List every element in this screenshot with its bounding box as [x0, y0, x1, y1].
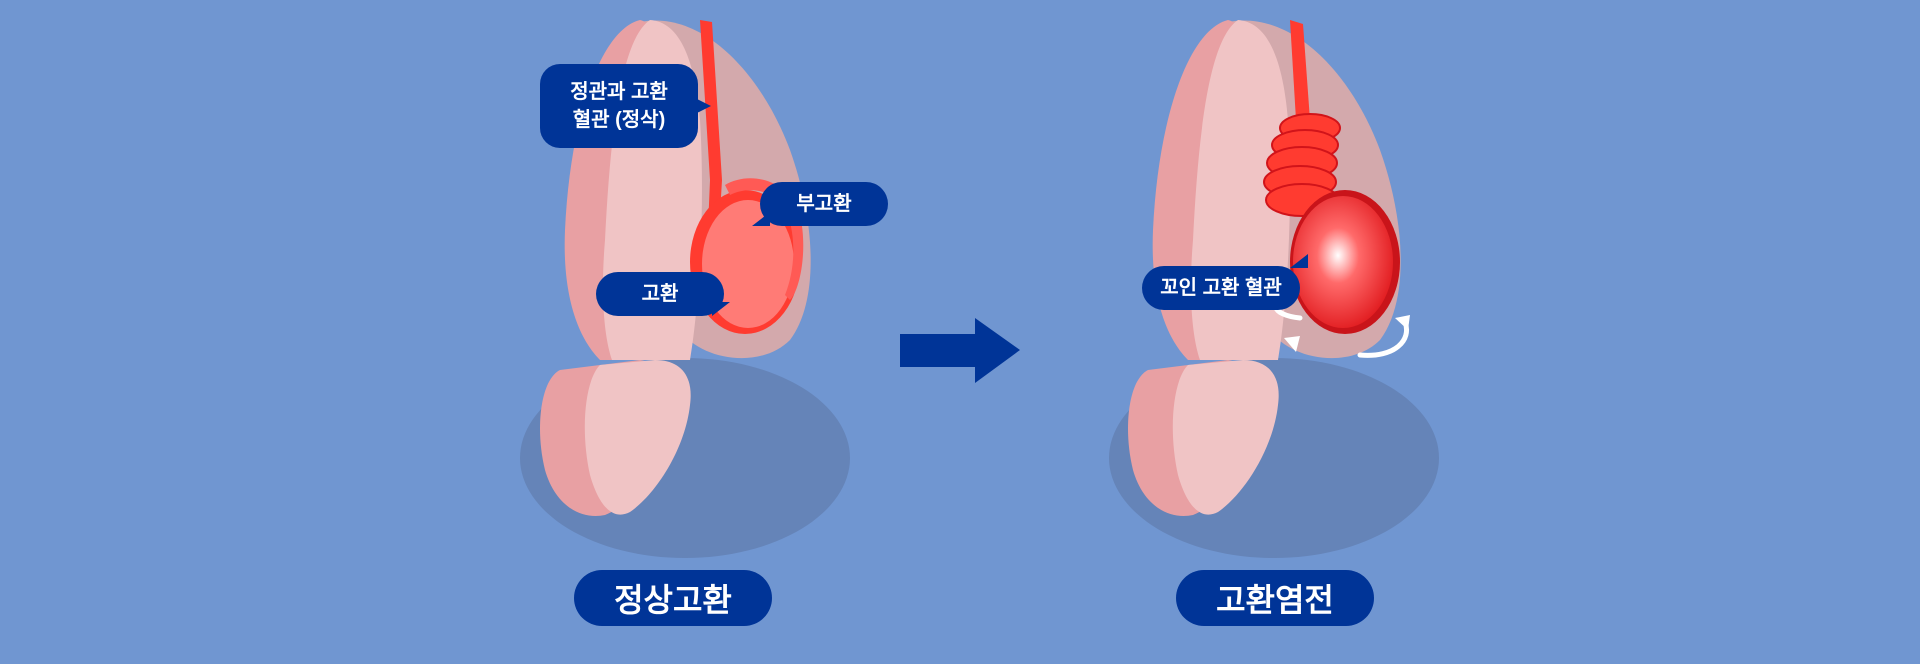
label-spermatic-cord-line1: 정관과 고환 — [570, 81, 668, 103]
label-testis-text: 고환 — [641, 283, 679, 305]
epididymis-shape — [725, 178, 804, 300]
label-twisted-vessels-text: 꼬인 고환 혈관 — [1160, 277, 1282, 299]
label-testis: 고환 — [596, 272, 724, 316]
label-twisted-vessels: 꼬인 고환 혈관 — [1142, 266, 1300, 310]
label-spermatic-cord: 정관과 고환 혈관 (정삭) — [540, 64, 698, 148]
arrow-right-icon — [900, 318, 1020, 383]
spermatic-cord — [1290, 20, 1310, 120]
label-epididymis: 부고환 — [760, 182, 888, 226]
caption-testicular-torsion-text: 고환염전 — [1216, 582, 1334, 618]
caption-normal-testis-text: 정상고환 — [614, 582, 732, 618]
caption-testicular-torsion: 고환염전 — [1176, 570, 1374, 626]
bottom-border — [0, 664, 1920, 666]
label-spermatic-cord-line2: 혈관 (정삭) — [572, 109, 666, 131]
twisted-cord-coils — [1263, 113, 1341, 217]
caption-normal-testis: 정상고환 — [574, 570, 772, 626]
label-epididymis-text: 부고환 — [796, 193, 852, 215]
